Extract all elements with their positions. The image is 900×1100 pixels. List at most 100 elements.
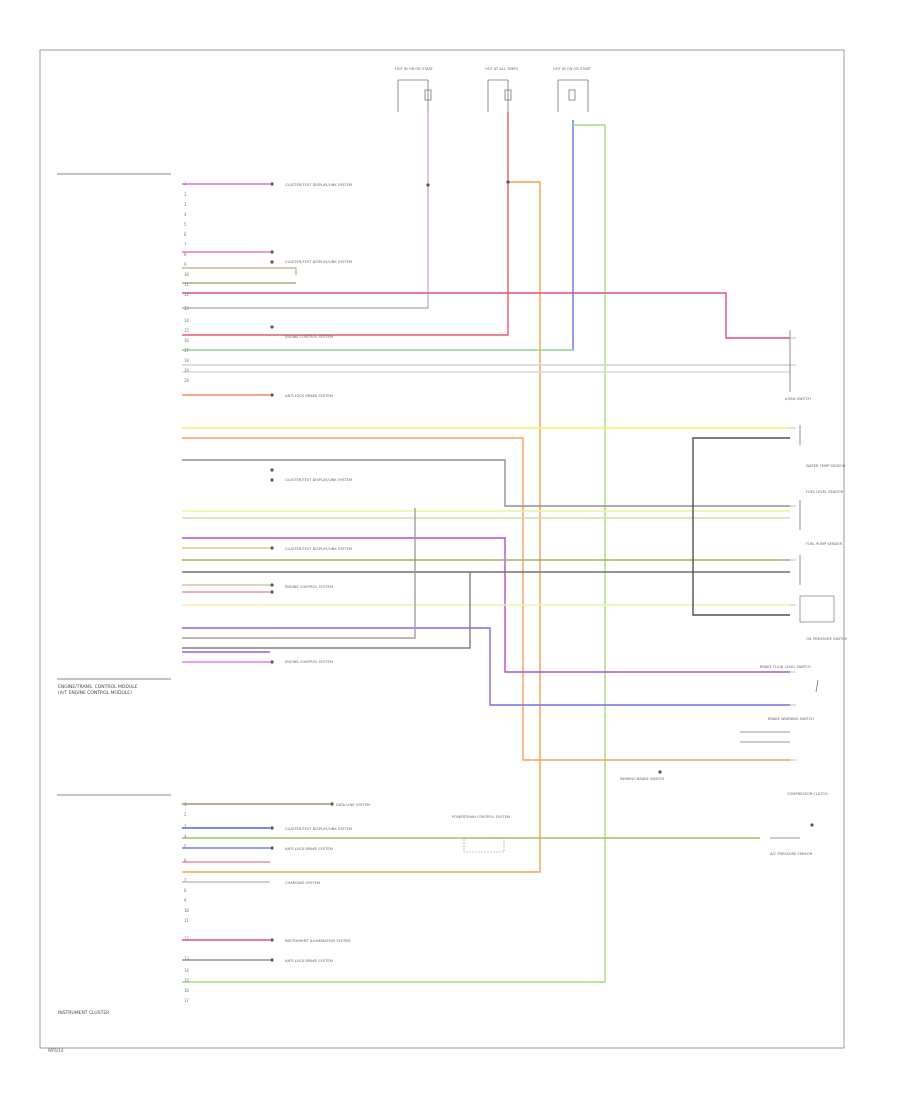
svg-text:1: 1 <box>184 802 187 807</box>
oil-pressure-switch: OIL PRESSURE SWITCH <box>799 595 847 641</box>
wire-green-feed <box>182 124 606 983</box>
wire-red-feed <box>182 112 509 336</box>
ref-cluster-controls-3: CLUSTER/TEXT DISPLAY/LINK SYSTEM <box>285 478 352 482</box>
wire-black-loop <box>692 437 790 616</box>
svg-text:PARKING BRAKE SWITCH: PARKING BRAKE SWITCH <box>620 777 664 781</box>
ref-data-link: DATA LINK SYSTEM <box>336 803 370 807</box>
fuse-block-3: HOT IN ON OR START <box>553 67 592 112</box>
wire-blue-2 <box>182 627 790 706</box>
page-frame <box>39 49 845 1049</box>
svg-text:FUEL PUMP SENDER: FUEL PUMP SENDER <box>806 542 843 546</box>
svg-text:3: 3 <box>184 202 187 207</box>
svg-text:BRAKE FLUID LEVEL SWITCH: BRAKE FLUID LEVEL SWITCH <box>760 665 811 669</box>
svg-text:A/C PRESSURE SENSOR: A/C PRESSURE SENSOR <box>770 852 813 856</box>
svg-text:8: 8 <box>184 252 187 257</box>
wire-darkgrey <box>182 572 471 649</box>
svg-text:10: 10 <box>184 908 189 913</box>
ref-engine-controls-2: ENGINE CONTROL SYSTEM <box>285 585 333 589</box>
svg-text:17: 17 <box>184 348 189 353</box>
wire-grey-6 <box>182 508 416 639</box>
svg-text:11: 11 <box>184 282 189 287</box>
ref-antilock-2: ANTI-LOCK BRAKE SYSTEM <box>285 847 333 851</box>
ac-pressure-sensor: A/C PRESSURE SENSOR <box>770 837 813 856</box>
wire-magenta-main <box>182 292 790 339</box>
parking-brake-switch: PARKING BRAKE SWITCH <box>620 777 664 781</box>
svg-text:FUEL LEVEL SENSOR: FUEL LEVEL SENSOR <box>806 490 844 494</box>
svg-text:15: 15 <box>184 978 189 983</box>
svg-text:9: 9 <box>184 262 187 267</box>
wire-grey-4 <box>182 459 790 507</box>
svg-text:POWERTRAIN CONTROL SYSTEM: POWERTRAIN CONTROL SYSTEM <box>452 815 510 819</box>
svg-text:5: 5 <box>184 844 187 849</box>
svg-text:7: 7 <box>184 878 187 883</box>
svg-text:2: 2 <box>184 192 187 197</box>
fuse3-label: HOT IN ON OR START <box>553 67 592 71</box>
ref-engine-controls-3: ENGINE CONTROL SYSTEM <box>285 660 333 664</box>
wire-orange-3 <box>182 437 790 761</box>
svg-text:17: 17 <box>184 998 189 1003</box>
svg-text:WATER TEMP SENSOR: WATER TEMP SENSOR <box>806 464 846 468</box>
brake-fluid-switch: BRAKE FLUID LEVEL SWITCH <box>760 665 819 693</box>
brake-warning-switch: BRAKE WARNING SWITCH <box>740 717 814 743</box>
module1-title: ENGINE/TRANS. CONTROL MODULE <box>58 684 138 690</box>
ref-charging: CHARGING SYSTEM <box>285 881 320 885</box>
svg-text:COMPRESSOR CLUTCH: COMPRESSOR CLUTCH <box>787 792 828 796</box>
svg-text:8: 8 <box>184 888 187 893</box>
connection-dots <box>270 180 814 962</box>
ref-cluster-controls-4: CLUSTER/TEXT DISPLAY/LINK SYSTEM <box>285 547 352 551</box>
ref-cluster-controls-2: CLUSTER/TEXT DISPLAY/LINK SYSTEM <box>285 260 352 264</box>
svg-text:15: 15 <box>184 328 189 333</box>
wire-tan-1 <box>182 267 297 275</box>
svg-text:14: 14 <box>184 318 189 323</box>
ref-cluster-controls-1: CLUSTER/TEXT DISPLAY/LINK SYSTEM <box>285 183 352 187</box>
right-connector-ticks <box>790 337 796 761</box>
fuel-pump-sender: FUEL PUMP SENDER <box>799 542 843 585</box>
svg-text:4: 4 <box>184 212 187 217</box>
fuse1-label: HOT IN ON OR START <box>395 67 434 71</box>
svg-text:13: 13 <box>184 956 189 961</box>
ref-antilock-3: ANTI-LOCK BRAKE SYSTEM <box>285 959 333 963</box>
svg-text:6: 6 <box>184 232 187 237</box>
wire-orange-feed <box>182 181 541 873</box>
ref-antilock-1: ANTI-LOCK BRAKE SYSTEM <box>285 394 333 398</box>
svg-text:12: 12 <box>184 936 189 941</box>
svg-text:4: 4 <box>184 834 187 839</box>
svg-text:10: 10 <box>184 272 189 277</box>
svg-text:3: 3 <box>184 824 187 829</box>
fuse-block-2: HOT AT ALL TIMES <box>485 67 519 112</box>
svg-text:14: 14 <box>184 968 189 973</box>
water-temp-sensor: WATER TEMP SENSOR <box>799 425 846 468</box>
ref-illumination: INSTRUMENT ILLUMINATION SYSTEM <box>285 939 351 943</box>
fuse-block-1: HOT IN ON OR START <box>395 67 434 300</box>
svg-text:BRAKE WARNING SWITCH: BRAKE WARNING SWITCH <box>768 717 814 721</box>
svg-text:13: 13 <box>184 306 189 311</box>
svg-text:1: 1 <box>184 181 187 186</box>
fuel-level-sensor: FUEL LEVEL SENSOR <box>799 490 844 530</box>
powertrain-ref: POWERTRAIN CONTROL SYSTEM <box>452 815 510 853</box>
svg-text:7: 7 <box>184 242 187 247</box>
svg-text:16: 16 <box>184 338 189 343</box>
svg-text:2: 2 <box>184 812 187 817</box>
a-fan-switch: A/FAN SWITCH <box>785 330 811 401</box>
fuse2-label: HOT AT ALL TIMES <box>485 67 519 71</box>
svg-text:A/FAN SWITCH: A/FAN SWITCH <box>785 397 811 401</box>
svg-text:16: 16 <box>184 988 189 993</box>
svg-text:9: 9 <box>184 898 187 903</box>
svg-text:19: 19 <box>184 368 189 373</box>
module2-title: INSTRUMENT CLUSTER <box>58 1010 109 1016</box>
compressor-clutch: COMPRESSOR CLUTCH <box>787 792 828 796</box>
wire-blue-feed <box>182 120 574 351</box>
svg-text:18: 18 <box>184 358 189 363</box>
ref-engine-controls-1: ENGINE CONTROL SYSTEM <box>285 335 333 339</box>
svg-text:11: 11 <box>184 918 189 923</box>
svg-text:5: 5 <box>184 222 187 227</box>
svg-text:OIL PRESSURE SWITCH: OIL PRESSURE SWITCH <box>806 637 847 641</box>
wire-grey-1 <box>182 300 429 309</box>
svg-text:6: 6 <box>184 858 187 863</box>
module1-subtitle: (A/T ENGINE CONTROL MODULE) <box>58 690 132 696</box>
svg-text:12: 12 <box>184 292 189 297</box>
page-number: WF6/14 <box>48 1048 64 1053</box>
